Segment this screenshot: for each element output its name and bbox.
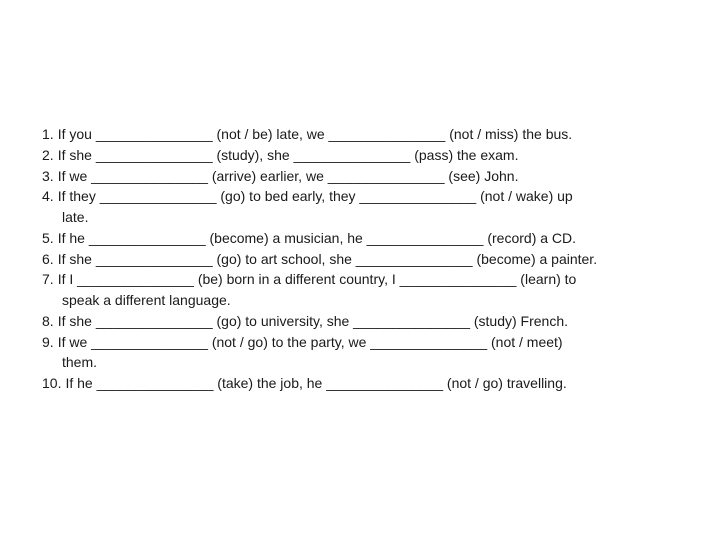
item-number: 10. [42,375,62,391]
exercise-item: 4.If they _______________ (go) to bed ea… [42,186,704,228]
item-text: If she _______________ (study), she ____… [57,146,519,163]
item-text: If you _______________ (not / be) late, … [57,126,573,142]
item-number: 9. [42,333,54,350]
exercise-item: 6.If she _______________ (go) to art sch… [42,249,704,270]
item-number: 3. [42,167,54,184]
item-number: 8. [42,312,54,329]
item-text: If I _______________ (be) born in a diff… [57,271,577,308]
item-text: If he _______________ (become) a musicia… [57,229,577,246]
exercise-item: 3.If we _______________ (arrive) earlier… [42,166,704,187]
item-text: If she _______________ (go) to art schoo… [57,250,598,267]
exercise-item: 1.If you _______________ (not / be) late… [42,124,704,145]
item-text: If we _______________ (not / go) to the … [57,333,563,371]
item-number: 4. [42,188,54,205]
exercise-item: 5.If he _______________ (become) a music… [42,228,704,249]
item-number: 1. [42,126,54,142]
item-number: 6. [42,250,54,267]
exercise-item: 8.If she _______________ (go) to univers… [42,311,704,332]
item-text: If we _______________ (arrive) earlier, … [57,167,519,184]
exercise-item: 2.If she _______________ (study), she __… [42,145,704,166]
exercise-list: 1.If you _______________ (not / be) late… [42,124,704,394]
exercise-item: 9.If we _______________ (not / go) to th… [42,332,704,374]
item-text: If he _______________ (take) the job, he… [65,375,567,391]
item-number: 5. [42,229,54,246]
item-number: 2. [42,146,54,163]
item-text: If they _______________ (go) to bed earl… [57,188,573,225]
exercise-item: 7.If I _______________ (be) born in a di… [42,269,704,311]
item-text: If she _______________ (go) to universit… [57,312,569,329]
item-number: 7. [42,271,54,288]
exercise-item: 10.If he _______________ (take) the job,… [42,373,704,394]
